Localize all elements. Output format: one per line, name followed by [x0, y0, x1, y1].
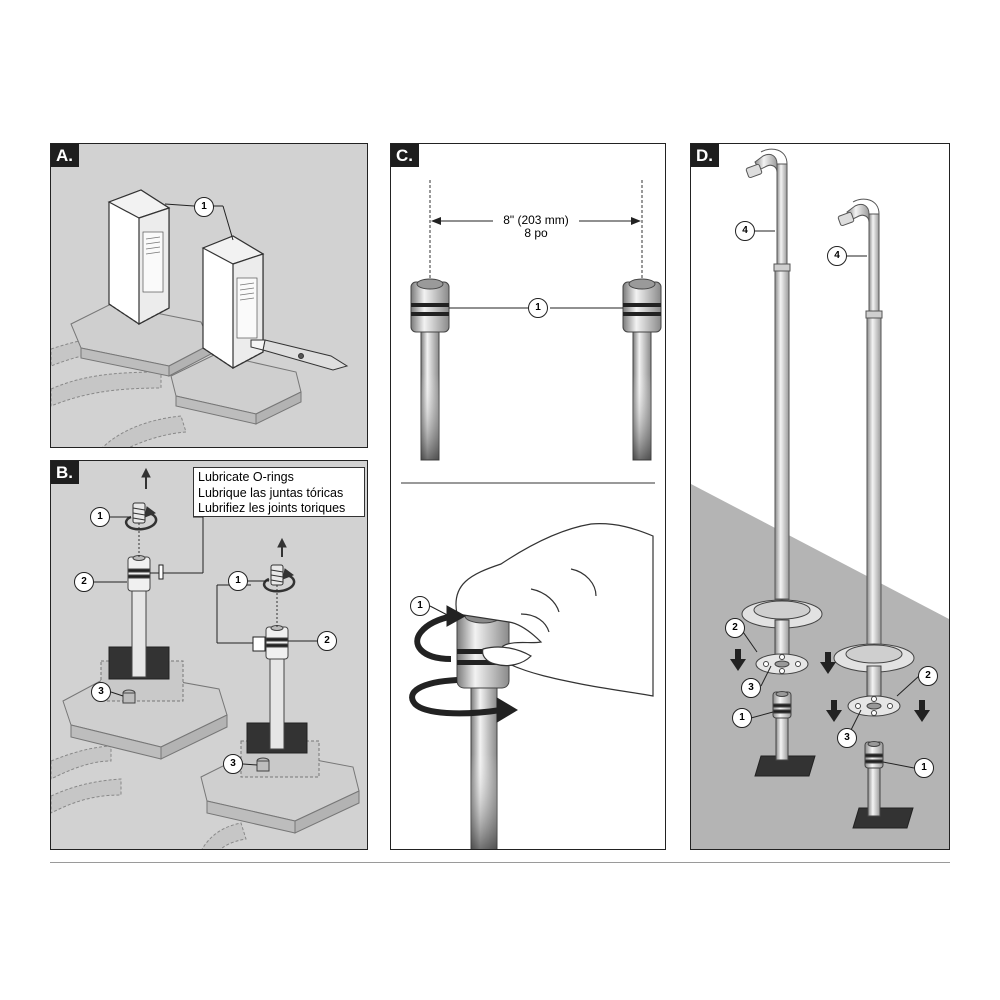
- callout-3-left: 3: [741, 678, 761, 698]
- callout-1-right: 1: [228, 571, 248, 591]
- right-stem-adapter: [864, 741, 884, 817]
- right-stem: [265, 625, 289, 750]
- hand-illustration: [455, 523, 654, 697]
- note-line-fr: Lubrifiez les joints toriques: [198, 501, 346, 515]
- rotate-arrow-icon: [124, 467, 296, 593]
- callout-1-bottom: 1: [410, 596, 430, 616]
- panel-a: A.: [50, 143, 368, 448]
- down-arrow-icon: [730, 649, 930, 722]
- left-stem-adapter: [772, 691, 792, 761]
- callout-1-left: 1: [732, 708, 752, 728]
- dimension-label: 8" (203 mm) 8 po: [493, 214, 579, 240]
- panel-d-illustration: [691, 148, 949, 849]
- panel-b: B.: [50, 460, 368, 850]
- dimension-primary: 8" (203 mm): [503, 213, 569, 227]
- panel-a-illustration: [51, 189, 349, 447]
- footer-divider: [50, 862, 950, 863]
- panel-c-label: C.: [391, 144, 419, 167]
- right-threaded-cap: [270, 564, 284, 627]
- rotate-arrow-icon: [409, 605, 518, 723]
- callout-3-right: 3: [223, 754, 243, 774]
- right-supply-pipe: [622, 278, 662, 461]
- panel-d-label: D.: [691, 144, 719, 167]
- callout-2-left: 2: [74, 572, 94, 592]
- callout-3-left: 3: [91, 682, 111, 702]
- callout-1-left: 1: [90, 507, 110, 527]
- panel-a-label: A.: [51, 144, 79, 167]
- callout-4-right: 4: [827, 246, 847, 266]
- right-escutcheon: [833, 643, 915, 717]
- panel-d: D.: [690, 143, 950, 850]
- note-line-es: Lubrique las juntas tóricas: [198, 485, 344, 500]
- left-escutcheon: [741, 599, 823, 675]
- callout-2-right: 2: [317, 631, 337, 651]
- callout-3-right: 3: [837, 728, 857, 748]
- right-supply-tube: [837, 198, 883, 647]
- left-supply-pipe: [410, 278, 450, 461]
- lubricate-note: Lubricate O-rings Lubrique las juntas tó…: [193, 467, 365, 517]
- panel-b-illustration: [51, 467, 360, 849]
- install-stem-pipe: [456, 608, 510, 849]
- note-line-en: Lubricate O-rings: [198, 470, 294, 484]
- dimension-secondary: 8 po: [524, 226, 548, 240]
- floor-surface: [691, 484, 949, 849]
- utility-knife: [250, 339, 349, 371]
- callout-2-left: 2: [725, 618, 745, 638]
- left-stem: [127, 555, 151, 678]
- callout-1-top: 1: [528, 298, 548, 318]
- panel-b-label: B.: [51, 461, 79, 484]
- callout-1-right: 1: [914, 758, 934, 778]
- callout-1: 1: [194, 197, 214, 217]
- panel-c-illustration: [401, 180, 662, 849]
- callout-4-left: 4: [735, 221, 755, 241]
- panel-c: C.: [390, 143, 666, 850]
- callout-2-right: 2: [918, 666, 938, 686]
- left-protective-cap: [107, 189, 171, 325]
